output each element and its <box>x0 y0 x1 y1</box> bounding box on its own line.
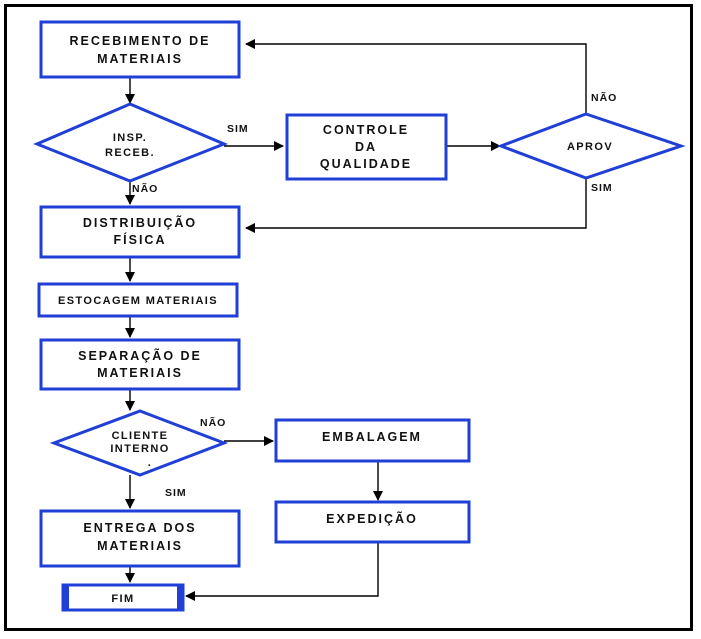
node-distribuicao-line1: DISTRIBUIÇÃO <box>83 215 197 230</box>
edge-label-insp-sim: SIM <box>227 123 249 135</box>
node-separacao-line1: SEPARAÇÃO DE <box>78 348 202 363</box>
node-expedicao-line1: EXPEDIÇÃO <box>326 511 418 526</box>
edge-label-aprov-sim: SIM <box>591 182 613 194</box>
node-cliente-line3: . <box>148 457 152 469</box>
node-expedicao-box <box>274 500 471 544</box>
node-embalagem-box <box>274 418 471 463</box>
node-separacao-box <box>39 338 241 391</box>
shapes <box>33 20 686 612</box>
node-separacao-line2: MATERIAIS <box>97 366 183 380</box>
node-insp-diamond <box>33 102 228 183</box>
node-aprov-diamond <box>496 112 686 180</box>
node-controle-line1: CONTROLE <box>323 123 409 137</box>
node-estocagem-box <box>37 282 239 318</box>
node-fim-box <box>61 583 185 612</box>
connectors <box>125 39 587 601</box>
edge-label-aprov-nao: NÃO <box>591 91 617 104</box>
node-controle-line3: QUALIDADE <box>320 157 412 171</box>
edge-label-insp-nao: NÃO <box>132 182 158 195</box>
node-entrega-line2: MATERIAIS <box>97 539 183 553</box>
node-controle-box <box>285 113 448 181</box>
edge-aprov-sim-distribuicao <box>245 178 587 233</box>
edge-label-cliente-sim: SIM <box>165 487 187 499</box>
node-controle-line2: DA <box>355 140 377 154</box>
edge-label-cliente-nao: NÃO <box>200 416 226 429</box>
node-recebimento-line2: MATERIAIS <box>97 52 183 66</box>
node-labels: RECEBIMENTO DE MATERIAIS INSP. RECEB. CO… <box>58 34 613 605</box>
node-cliente-diamond <box>49 409 229 477</box>
edge-labels: SIM NÃO NÃO SIM NÃO SIM <box>132 91 617 499</box>
node-aprov-line1: APROV <box>567 141 613 153</box>
node-entrega-line1: ENTREGA DOS <box>83 521 196 535</box>
edge-aprov-nao-recebimento <box>245 39 587 114</box>
node-cliente-line2: INTERNO <box>110 443 169 455</box>
node-entrega-box <box>39 509 241 568</box>
node-embalagem-line1: EMBALAGEM <box>322 430 422 444</box>
node-distribuicao-line2: FÍSICA <box>114 232 167 247</box>
node-cliente-line1: CLIENTE <box>112 430 169 442</box>
node-recebimento-box <box>39 20 241 79</box>
node-fim-line1: FIM <box>111 593 134 605</box>
node-recebimento-line1: RECEBIMENTO DE <box>70 34 211 48</box>
node-insp-line2: RECEB. <box>105 147 155 159</box>
node-distribuicao-box <box>39 205 241 259</box>
edge-expedicao-fim <box>185 542 379 601</box>
node-estocagem-line1: ESTOCAGEM MATERIAIS <box>58 295 218 307</box>
node-insp-line1: INSP. <box>113 132 147 144</box>
